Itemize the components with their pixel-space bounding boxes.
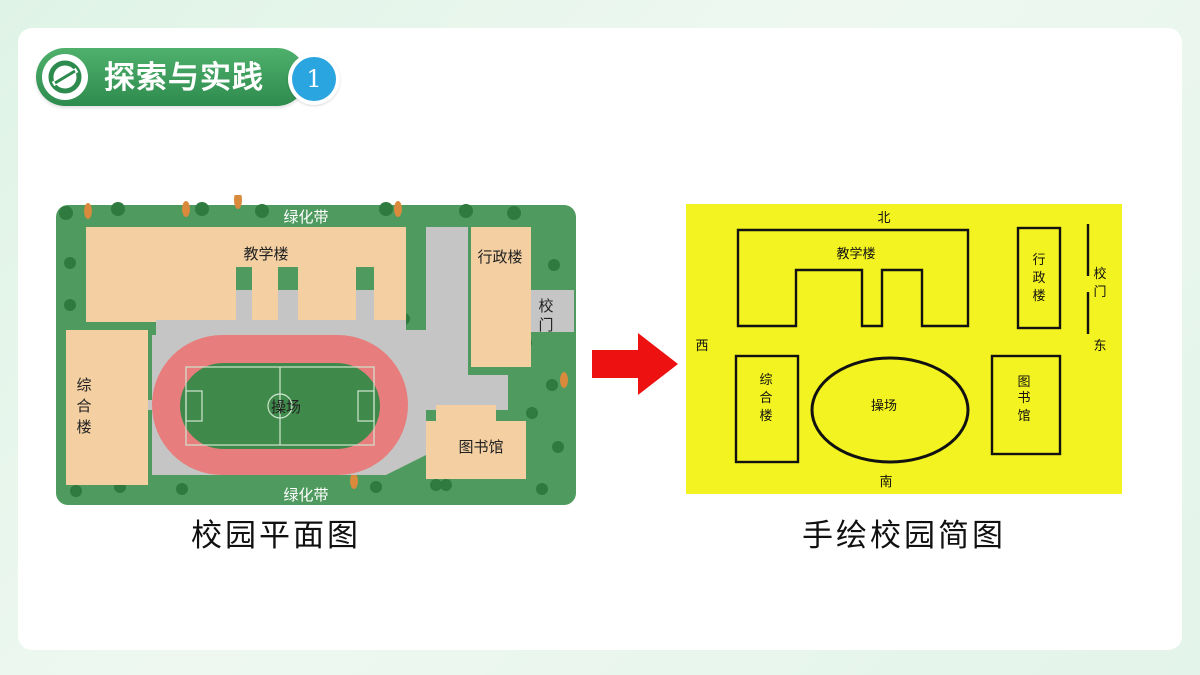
sketch-admin-1: 行	[1032, 253, 1045, 268]
sketch-complex-1: 综	[759, 373, 772, 388]
sketch-north: 北	[877, 211, 890, 226]
sketch-field-label: 操场	[871, 398, 897, 414]
caption-hand-drawn-sketch: 手绘校园简图	[802, 518, 1006, 554]
sketch-teaching-building	[736, 228, 970, 328]
sketch-west: 西	[695, 339, 708, 354]
logo-icon	[42, 54, 88, 100]
teaching-building-west-wing	[86, 227, 156, 322]
sketch-gate-1: 校	[1093, 266, 1106, 282]
label-green-belt-bottom: 绿化带	[283, 487, 328, 504]
sketch-library-1: 图	[1017, 375, 1030, 390]
section-number: 1	[292, 57, 336, 101]
section-number-badge: 1	[288, 53, 340, 105]
label-admin-building: 行政楼	[477, 249, 522, 266]
label-green-belt-top: 绿化带	[283, 209, 328, 226]
label-complex-3: 楼	[76, 419, 91, 436]
sketch-library-2: 书	[1017, 391, 1030, 406]
label-teaching-building: 教学楼	[243, 246, 288, 263]
sketch-complex-2: 合	[759, 391, 772, 406]
gate-road	[526, 290, 574, 332]
sketch-library-3: 馆	[1017, 409, 1030, 424]
label-complex-1: 综	[76, 377, 91, 394]
sketch-teaching-label: 教学楼	[836, 246, 875, 262]
admin-building	[471, 227, 531, 367]
complex-building	[66, 330, 148, 485]
sketch-library	[990, 354, 1062, 456]
label-field: 操场	[271, 399, 301, 416]
campus-plan-map: 绿化带 绿化带 教学楼 行政楼 校 门 综 合 楼 操场 图书馆	[56, 195, 576, 505]
label-library: 图书馆	[458, 439, 503, 456]
sketch-admin-2: 政	[1032, 271, 1045, 286]
caption-campus-plan: 校园平面图	[191, 518, 361, 554]
library-building	[426, 421, 526, 479]
sketch-complex-building	[734, 354, 800, 464]
field-markings	[185, 366, 375, 446]
sketch-complex-3: 楼	[759, 409, 772, 424]
right-arrow-icon	[592, 333, 678, 395]
label-gate-1: 校	[538, 298, 553, 315]
sketch-east: 东	[1093, 339, 1106, 354]
sketch-field	[810, 356, 970, 464]
sketch-gate-2: 门	[1093, 285, 1106, 300]
label-complex-2: 合	[76, 398, 91, 415]
hand-drawn-sketch: 北 南 西 东 教学楼 行 政 楼 校 门 综 合 楼 操场 图 书 馆	[686, 204, 1122, 494]
sketch-admin-3: 楼	[1032, 289, 1045, 304]
sketch-admin-building	[1016, 226, 1062, 330]
yellow-paper	[686, 204, 1122, 494]
tree-group	[59, 202, 564, 497]
section-title: 探索与实践	[104, 60, 264, 96]
sketch-south: 南	[879, 474, 892, 490]
label-gate-2: 门	[538, 317, 553, 334]
teaching-building	[86, 227, 406, 320]
